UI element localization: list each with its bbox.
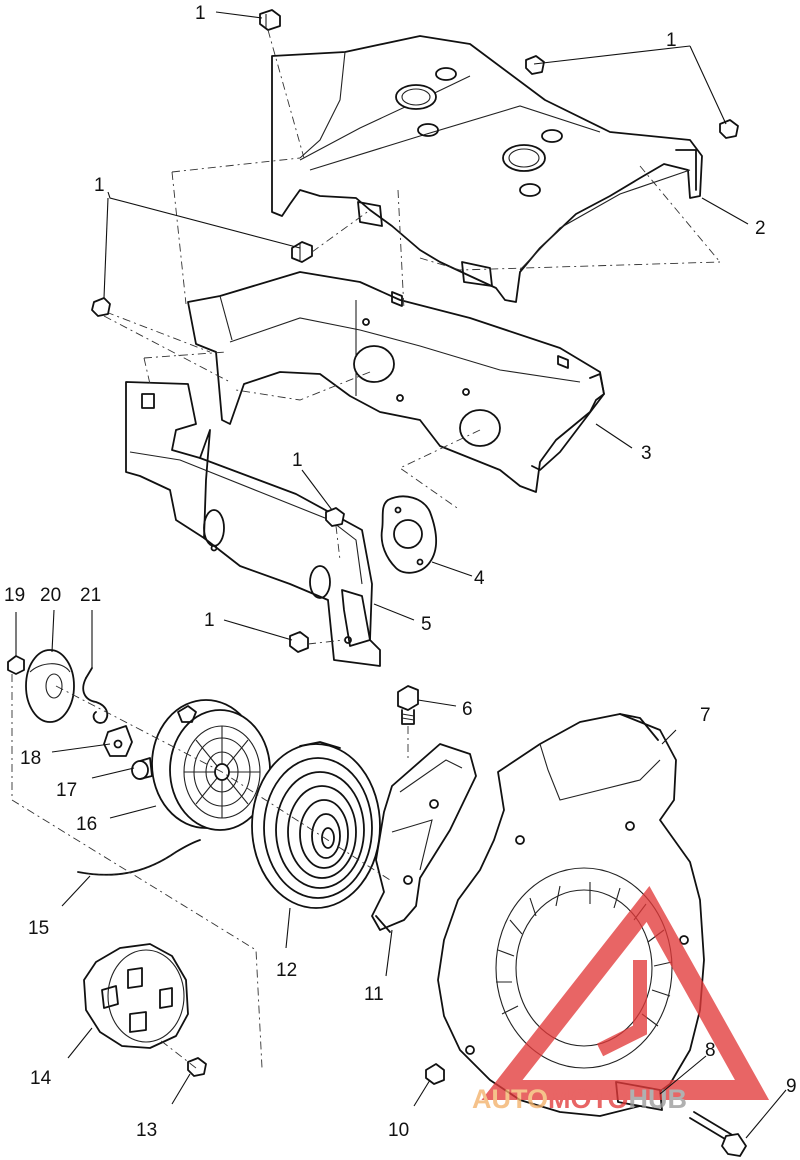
side-bracket [125,381,381,667]
bolt-1f-icon [325,507,345,527]
fastener-set [91,9,739,653]
bolt-13 [187,1057,207,1077]
callout-1-top: 1 [195,3,206,24]
bolt-1d-icon [719,119,739,139]
callout-11: 11 [364,984,384,1005]
starter-cup-14 [83,943,189,1049]
callout-5: 5 [421,614,432,635]
pulley-16 [151,699,271,831]
callout-17: 17 [56,780,77,801]
callout-labels: 1 1 2 1 3 1 4 5 1 19 20 21 6 7 18 17 16 … [4,3,797,1141]
watermark-brand-moto: MOTO [548,1084,629,1114]
bolt-1b-icon [291,241,313,263]
spacer-17 [131,757,153,780]
watermark-triangle-icon [481,886,770,1100]
middle-shroud [187,271,605,493]
callout-7: 7 [700,705,711,726]
alignment-lines-upper [105,157,721,511]
bolt-10 [425,1063,445,1085]
callout-3: 3 [641,443,652,464]
automotohub-watermark: AUTOMOTOHUB [472,886,770,1114]
watermark-inner-mark-icon [596,960,647,1057]
callout-10: 10 [388,1120,409,1141]
callout-6: 6 [462,699,473,720]
bolt-6 [397,685,419,725]
callout-18: 18 [20,748,41,769]
bolt-1e-icon [91,297,111,317]
callout-20: 20 [40,585,61,606]
ratchet-18 [103,725,133,757]
callout-19: 19 [4,585,25,606]
callout-13: 13 [136,1120,157,1141]
bolt-9 [689,1111,747,1157]
callout-1-left: 1 [94,175,105,196]
friction-plate-20 [25,649,75,723]
top-shroud [271,35,703,303]
callout-12: 12 [276,960,297,981]
watermark-brand-hub: HUB [629,1084,688,1114]
callout-2: 2 [755,218,766,239]
bolt-1a-icon [259,9,281,31]
callout-1-right: 1 [666,30,677,51]
recoil-spring-12 [251,741,381,909]
leader-lines [15,11,787,1139]
bolt-1g-icon [289,631,309,653]
bolt-1c-icon [525,55,545,75]
callout-15: 15 [28,918,49,939]
callout-8: 8 [705,1040,716,1061]
svg-text:AUTOMOTOHUB: AUTOMOTOHUB [472,1084,687,1114]
callout-16: 16 [76,814,97,835]
handle-bracket-11 [371,743,477,933]
callout-1-bracket: 1 [204,610,215,631]
starter-rope-15 [77,839,201,876]
callout-1-middle: 1 [292,450,303,471]
watermark-brand-auto: AUTO [472,1084,548,1114]
callout-14: 14 [30,1068,52,1089]
callout-9: 9 [786,1076,797,1097]
nut-19 [7,655,25,675]
spring-clip-21 [82,667,109,724]
alignment-lines-lower [11,674,409,1069]
callout-4: 4 [474,568,485,589]
callout-21: 21 [80,585,101,606]
gasket [380,495,437,574]
